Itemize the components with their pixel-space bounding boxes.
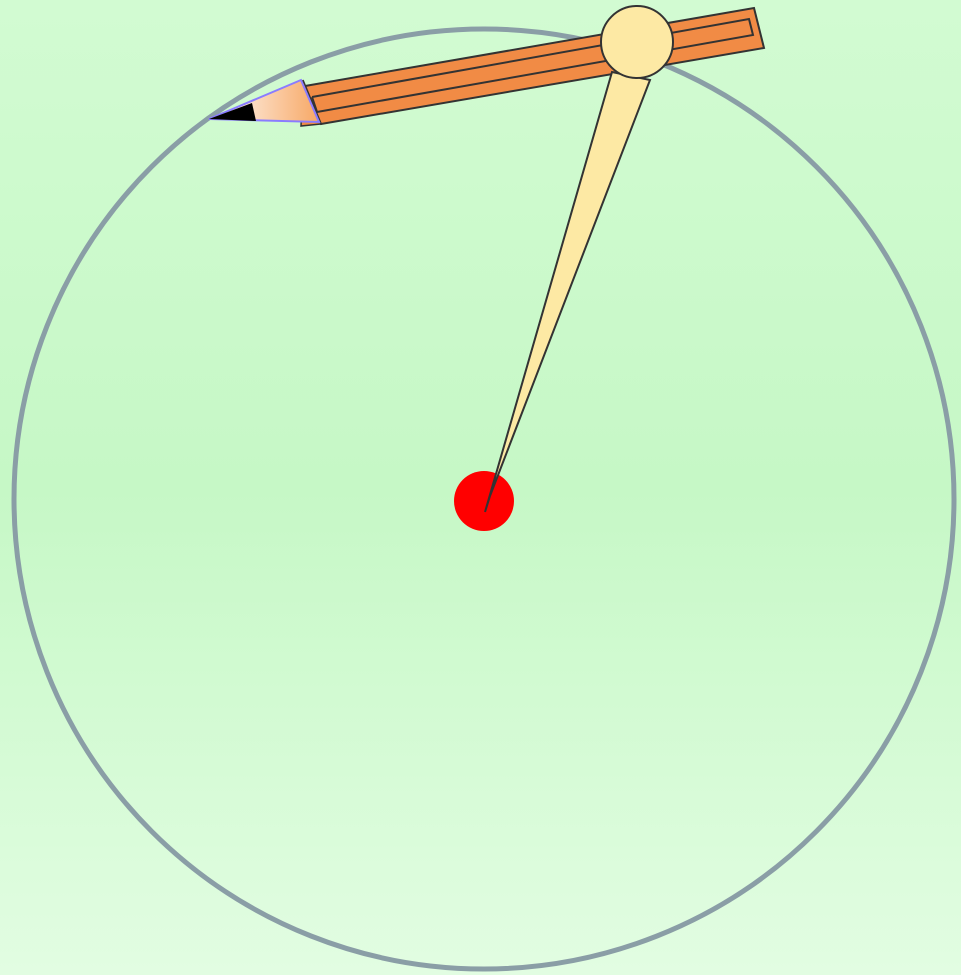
compass-hinge[interactable] [601, 6, 673, 78]
center-point-icon[interactable] [454, 471, 514, 531]
